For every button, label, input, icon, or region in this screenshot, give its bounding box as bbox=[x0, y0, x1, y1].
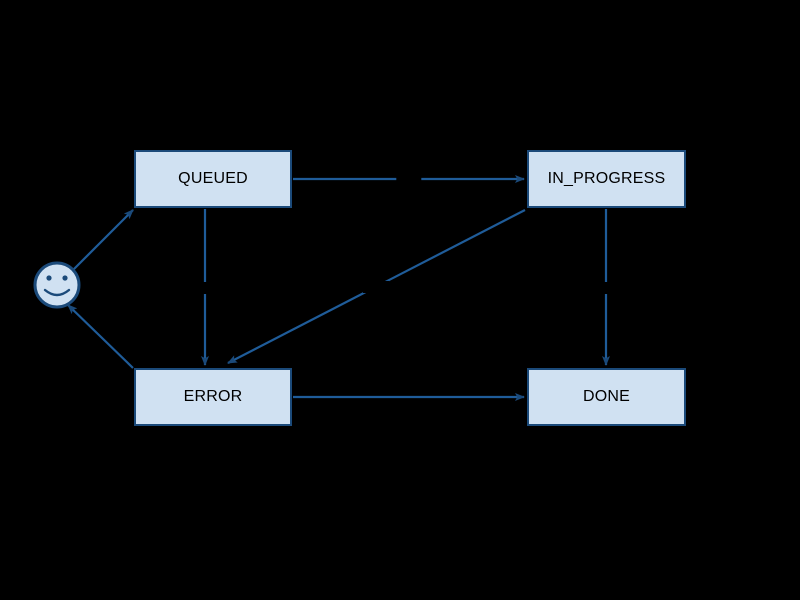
start-state-node bbox=[33, 261, 81, 309]
edge-error-to-start bbox=[67, 304, 134, 369]
smiley-mouth bbox=[43, 288, 71, 297]
edge-label-in-progress-to-error: retry bbox=[363, 281, 389, 293]
state-node-label: ERROR bbox=[183, 388, 243, 405]
state-node-done[interactable]: DONE bbox=[527, 368, 686, 426]
state-node-in-progress[interactable]: IN_PROGRESS bbox=[527, 150, 686, 208]
state-node-queued[interactable]: QUEUED bbox=[134, 150, 292, 208]
smiley-left-eye bbox=[46, 275, 52, 281]
edge-label-in-progress-to-done: finish bbox=[591, 282, 621, 294]
start-state-circle bbox=[33, 261, 81, 309]
edge-label-queued-to-in-progress: start bbox=[396, 173, 422, 185]
edge-start-to-queued bbox=[72, 209, 134, 271]
state-node-label: IN_PROGRESS bbox=[547, 170, 666, 187]
state-node-label: QUEUED bbox=[178, 170, 248, 187]
state-node-label: DONE bbox=[582, 388, 631, 405]
smiley-right-eye bbox=[62, 275, 68, 281]
edge-label-queued-to-error: fail bbox=[195, 282, 215, 294]
state-node-error[interactable]: ERROR bbox=[134, 368, 292, 426]
